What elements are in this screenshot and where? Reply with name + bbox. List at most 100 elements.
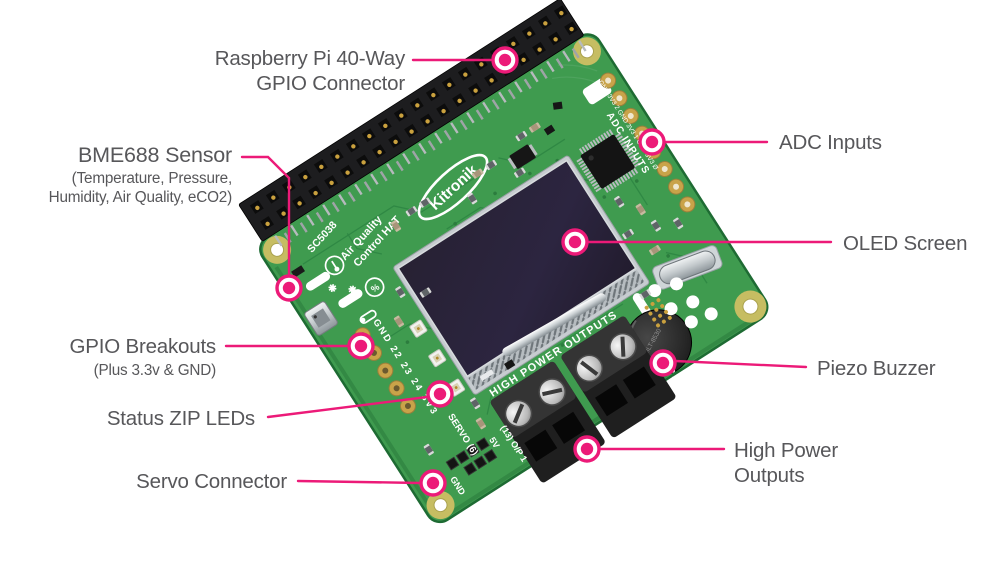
connector-pin-gold xyxy=(425,119,430,124)
header-pin xyxy=(363,181,372,192)
pcb-part xyxy=(467,194,477,203)
header-pin xyxy=(482,101,491,114)
qfp-pin xyxy=(595,186,603,193)
callout-marker-servo-connector xyxy=(419,469,447,497)
gold-via xyxy=(655,323,660,328)
qfp-pin xyxy=(588,175,596,182)
qfp-pin xyxy=(627,170,633,178)
gold-via xyxy=(658,313,663,318)
header-pin xyxy=(459,119,468,131)
servo-pin xyxy=(445,456,460,471)
pcb-part xyxy=(473,169,482,178)
header-pin xyxy=(322,204,331,216)
qfp-pin xyxy=(579,162,587,168)
header-pin xyxy=(347,191,356,202)
connector-pin-gold xyxy=(297,201,302,206)
qfp-pin xyxy=(622,146,630,152)
qfp-pin xyxy=(621,143,629,149)
passive-resistor xyxy=(673,217,684,230)
qfp-pin xyxy=(589,141,596,149)
connector-pin-gold xyxy=(367,133,372,139)
drill-hole xyxy=(648,284,662,298)
pcb-part xyxy=(486,160,496,170)
callout-marker-adc-inputs xyxy=(638,128,666,156)
header-pin xyxy=(466,112,475,124)
passive-resistor xyxy=(395,286,406,298)
screw-slot xyxy=(541,387,563,397)
connector-pin-gold xyxy=(345,170,350,175)
passive-capacitor xyxy=(475,417,486,430)
header-pin xyxy=(315,211,324,223)
qfp-pin xyxy=(616,177,623,185)
header-pin xyxy=(523,78,532,90)
passive-resistor xyxy=(639,289,652,300)
header-pin xyxy=(578,40,587,52)
adc-pad-hole xyxy=(627,112,634,119)
terminal-screws xyxy=(504,332,637,428)
header-pin xyxy=(539,68,548,79)
marker-dot xyxy=(656,356,670,370)
zip-led-dot xyxy=(454,386,458,389)
connector-pin-gold xyxy=(431,92,436,98)
connector-pin-gold xyxy=(265,221,270,227)
gold-via xyxy=(652,317,657,322)
connector-pin-gold xyxy=(319,164,324,170)
via xyxy=(414,379,418,384)
pcb-part xyxy=(614,197,624,207)
header-pin xyxy=(418,142,427,155)
callout-marker-high-power-outputs xyxy=(573,435,601,463)
callout-line-bme688 xyxy=(240,155,291,276)
connector-pin-gold xyxy=(537,47,542,52)
qfp-pin xyxy=(583,167,591,174)
header-pin xyxy=(514,81,523,93)
connector-pin-gold xyxy=(399,113,404,118)
gold-via xyxy=(656,298,661,303)
qfp-pin xyxy=(581,146,588,154)
connector-pin-gold xyxy=(543,21,548,26)
servo-pin xyxy=(475,437,490,452)
header-pin xyxy=(338,194,347,206)
via xyxy=(453,221,457,226)
connector-pin-gold xyxy=(393,139,398,145)
qfp-pin xyxy=(608,129,614,137)
marker-dot xyxy=(645,135,659,149)
servo-pin xyxy=(455,450,470,464)
qfp-pin xyxy=(619,175,625,183)
passive-capacitor xyxy=(393,315,405,328)
passive-resistor xyxy=(513,167,526,178)
qfp-pin xyxy=(624,148,632,155)
via xyxy=(493,191,497,196)
qfp-pin xyxy=(591,181,599,187)
header-pin xyxy=(274,235,283,247)
connector-pin-gold xyxy=(303,174,308,180)
qfp-pin xyxy=(592,139,598,147)
header-pin xyxy=(299,222,308,233)
qfp-pin xyxy=(629,157,637,163)
connector-pin-gold xyxy=(281,211,286,216)
header-pin xyxy=(306,214,315,226)
header-pin xyxy=(562,50,571,62)
passive-resistor xyxy=(419,197,431,208)
drill-hole xyxy=(684,315,698,329)
pcb-part xyxy=(420,198,430,207)
gold-via xyxy=(644,305,649,310)
header-pin xyxy=(546,60,555,73)
header-pin xyxy=(402,153,411,165)
connector-pin-gold xyxy=(527,31,532,36)
header-pin xyxy=(379,170,388,182)
drill-hole xyxy=(704,307,718,321)
pcb-part xyxy=(517,131,526,141)
qfp-pin xyxy=(624,172,631,180)
passive-capacitor xyxy=(471,168,484,179)
gold-via xyxy=(667,315,672,320)
qfp-pin xyxy=(593,184,601,190)
gold-via xyxy=(660,304,665,309)
gold-via xyxy=(650,301,655,306)
pcb-part xyxy=(391,221,401,231)
gold-via xyxy=(661,319,666,324)
header-pin xyxy=(530,71,539,83)
passive-capacitor xyxy=(635,203,646,216)
qfp-pin xyxy=(617,138,625,144)
qfp-pin xyxy=(585,170,592,176)
